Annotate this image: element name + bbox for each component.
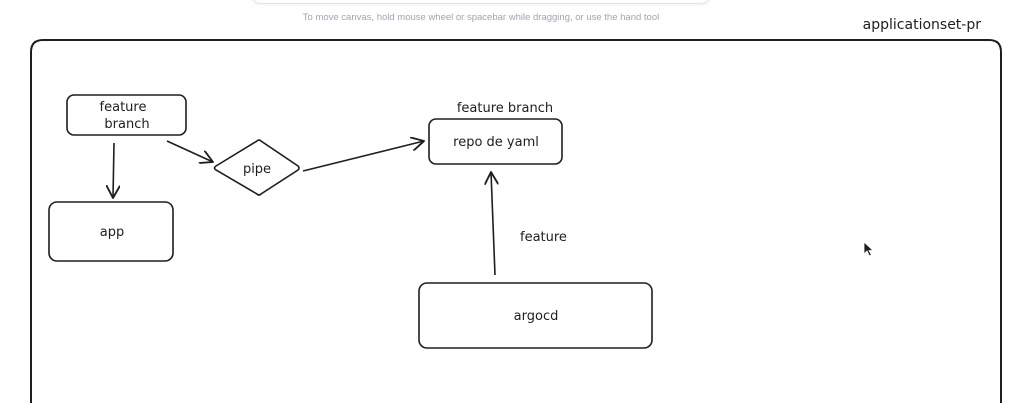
mouse-pointer-icon — [863, 241, 875, 257]
feature-branch-node[interactable] — [66, 94, 187, 136]
feature-branch-node-label-line2: branch — [104, 117, 149, 132]
canvas-hint: To move canvas, hold mouse wheel or spac… — [302, 12, 660, 23]
repo-node-label: repo de yaml — [453, 135, 539, 150]
arrow-argocd-to-repo[interactable] — [491, 172, 495, 276]
app-node-label: app — [100, 225, 124, 240]
pipe-node-label: pipe — [243, 162, 271, 177]
frame-title: applicationset-pr — [863, 17, 982, 33]
argocd-node-label: argocd — [514, 309, 559, 324]
arrow-feature-branch-to-pipe[interactable] — [166, 140, 213, 162]
arrow-feature-branch-to-app[interactable] — [113, 142, 114, 198]
repo-node-caption: feature branch — [457, 101, 553, 116]
arrow-pipe-to-repo[interactable] — [302, 141, 424, 172]
argocd-node[interactable] — [418, 282, 653, 349]
app-node[interactable] — [48, 201, 174, 262]
repo-node[interactable] — [428, 118, 563, 165]
arrow-argocd-to-repo-label: feature — [520, 230, 567, 245]
frame-border[interactable] — [30, 39, 1002, 403]
feature-branch-node-label-line1: feature — [100, 100, 147, 115]
pipe-node[interactable] — [213, 139, 300, 196]
